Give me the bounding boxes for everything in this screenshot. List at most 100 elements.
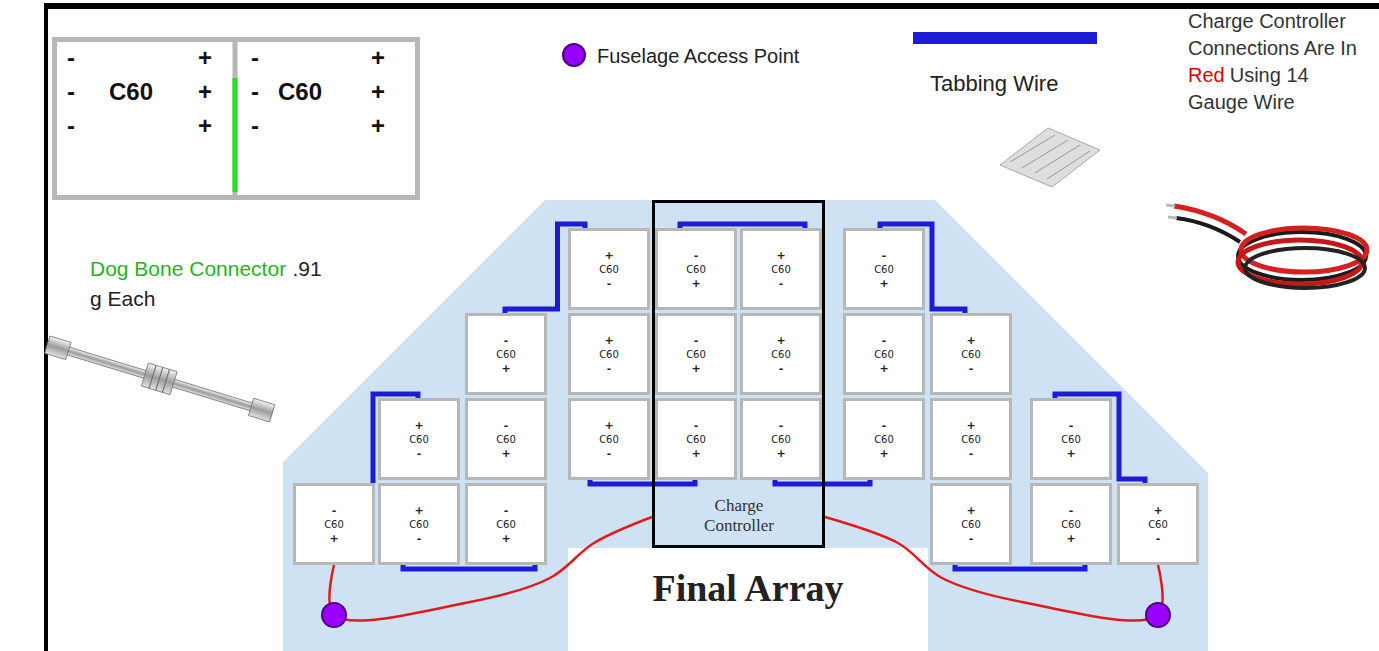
- tabbing-wire: [590, 480, 695, 484]
- battery-cell: -C60+: [465, 313, 547, 395]
- polarity-mark: +: [604, 420, 613, 431]
- cell-label: C60: [496, 349, 516, 360]
- cell-polarity-diagram: ---C60+++: [52, 37, 237, 200]
- cell-label: C60: [771, 349, 791, 360]
- cell-label: C60: [874, 264, 894, 275]
- battery-cell: - C60 +: [843, 228, 925, 310]
- cell-label: C60: [409, 434, 429, 445]
- array-wing: [283, 200, 1208, 651]
- battery-cell: - C60 +: [1030, 398, 1112, 480]
- tabbing-wire-photo: [1000, 128, 1100, 187]
- legend-swatch: [913, 32, 1097, 44]
- fuselage-access-point: [322, 603, 346, 627]
- battery-cell: + C60 -: [930, 313, 1012, 395]
- polarity-mark: +: [501, 448, 510, 459]
- cell-label: C60: [599, 264, 619, 275]
- polarity-mark: +: [776, 448, 785, 459]
- cell-label: C60: [874, 349, 894, 360]
- polarity-mark: +: [966, 420, 975, 431]
- dog-bone-bar: [46, 341, 273, 417]
- cell-label: C60: [771, 434, 791, 445]
- battery-cell: +C60-: [1117, 483, 1199, 565]
- battery-cell: -C60+: [465, 398, 547, 480]
- battery-cell: +C60-: [378, 398, 460, 480]
- polarity-mark: -: [694, 335, 699, 346]
- polarity-mark: +: [501, 533, 510, 544]
- polarity-mark: +: [879, 363, 888, 374]
- cell-label: C60: [1148, 519, 1168, 530]
- polarity-mark: -: [417, 448, 422, 459]
- polarity-mark: +: [414, 505, 423, 516]
- black-wire-coil: [1245, 248, 1365, 288]
- legend-text: Fuselage Access Point: [597, 45, 799, 68]
- polarity-mark: -: [67, 112, 75, 140]
- polarity-mark: -: [969, 363, 974, 374]
- polarity-mark: +: [198, 112, 212, 140]
- polarity-mark: +: [329, 533, 338, 544]
- polarity-mark: -: [1069, 420, 1074, 431]
- cell-label: C60: [686, 264, 706, 275]
- tabbing-stripe: [1035, 145, 1080, 173]
- cell-label: C60: [771, 264, 791, 275]
- cell-frame-fill: [52, 37, 420, 200]
- cell-label: C60: [1061, 434, 1081, 445]
- cell-label: C60: [278, 78, 322, 106]
- battery-cell: -C60+: [655, 398, 737, 480]
- cell-label: C60: [961, 349, 981, 360]
- polarity-mark: -: [694, 250, 699, 261]
- cell-label: C60: [496, 434, 516, 445]
- battery-cell: - C60 +: [655, 228, 737, 310]
- polarity-mark: +: [198, 78, 212, 106]
- polarity-mark: -: [504, 335, 509, 346]
- battery-cell: - C60 +: [740, 398, 822, 480]
- polarity-mark: +: [1153, 505, 1162, 516]
- dog-bone-middle: [141, 363, 177, 395]
- polarity-mark: -: [607, 363, 612, 374]
- cell-label: C60: [1061, 519, 1081, 530]
- battery-cell: - C60 +: [293, 483, 375, 565]
- battery-cell: -C60+: [465, 483, 547, 565]
- battery-cell: + C60 -: [378, 483, 460, 565]
- cell-label: C60: [324, 519, 344, 530]
- polarity-mark: +: [776, 335, 785, 346]
- cell-polarity-diagram: ---C60+++: [237, 37, 420, 200]
- polarity-mark: -: [779, 278, 784, 289]
- tabbing-wire: [403, 565, 535, 569]
- polarity-mark: +: [879, 278, 888, 289]
- dog-bone-groove: [156, 367, 163, 390]
- diagram-title: Final Array: [568, 566, 928, 610]
- polarity-mark: -: [694, 420, 699, 431]
- tabbing-stripe: [1022, 140, 1068, 168]
- wiring-note: Charge Controller Connections Are In: [1188, 8, 1374, 62]
- controller-label: Charge Controller: [689, 496, 789, 536]
- polarity-mark: -: [779, 420, 784, 431]
- cell-label: C60: [109, 78, 153, 106]
- cell-label: C60: [409, 519, 429, 530]
- cell-label: C60: [874, 434, 894, 445]
- part-name: Dog Bone Connector: [90, 257, 286, 280]
- polarity-mark: -: [607, 278, 612, 289]
- battery-cell: -C60+: [843, 313, 925, 395]
- polarity-mark: +: [198, 44, 212, 72]
- battery-cell: +C60-: [930, 398, 1012, 480]
- polarity-mark: +: [691, 278, 700, 289]
- polarity-mark: -: [417, 533, 422, 544]
- polarity-mark: -: [251, 78, 259, 106]
- dog-bone-groove: [149, 365, 156, 388]
- tabbing-sheet: [1000, 128, 1100, 187]
- polarity-mark: -: [969, 448, 974, 459]
- polarity-mark: +: [966, 335, 975, 346]
- cell-label: C60: [496, 519, 516, 530]
- legend-text: Tabbing Wire: [930, 71, 1058, 97]
- dog-bone-end: [248, 398, 274, 422]
- tabbing-stripe: [1010, 135, 1055, 162]
- polarity-mark: +: [371, 78, 385, 106]
- polarity-mark: +: [1066, 448, 1075, 459]
- note-block: Charge Controller Connections Are InRedU…: [1188, 8, 1374, 116]
- polarity-mark: -: [882, 250, 887, 261]
- polarity-mark: +: [371, 44, 385, 72]
- polarity-mark: -: [332, 505, 337, 516]
- note-block: Dog Bone Connector.91 g Each: [90, 254, 334, 314]
- battery-cell: -C60+: [1030, 483, 1112, 565]
